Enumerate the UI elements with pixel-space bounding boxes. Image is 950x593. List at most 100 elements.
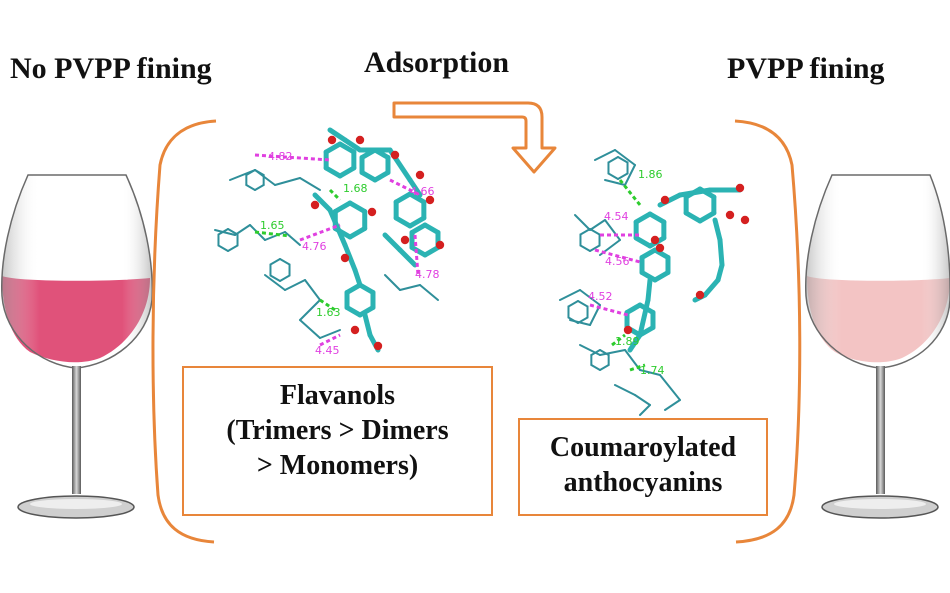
adsorption-label: Adsorption — [364, 46, 510, 79]
oxygen-atom — [695, 290, 705, 300]
bond — [599, 364, 610, 371]
bond — [589, 219, 606, 231]
glass-stem-left — [72, 366, 81, 494]
bond — [264, 274, 286, 291]
bond — [607, 172, 619, 180]
bond — [599, 349, 610, 356]
bond — [559, 289, 581, 301]
bond — [579, 244, 591, 252]
bond — [279, 258, 291, 266]
adsorption-arrow — [392, 101, 557, 174]
bond — [227, 228, 239, 236]
bond — [589, 228, 601, 236]
bond — [407, 215, 427, 229]
bond — [637, 297, 651, 338]
bond — [614, 149, 636, 166]
oxygen-atom — [415, 170, 425, 180]
bond — [683, 210, 703, 224]
distance-label: 4.45 — [315, 344, 340, 357]
bond — [715, 262, 725, 283]
oxygen-atom — [355, 135, 365, 145]
bond — [567, 300, 579, 308]
glass-stem-right — [876, 366, 885, 494]
bond — [579, 344, 601, 356]
bond — [274, 177, 301, 186]
oxygen-atom — [367, 207, 377, 217]
oxygen-atom — [735, 183, 745, 193]
distance-label: 4.52 — [588, 290, 613, 303]
bond — [284, 231, 301, 246]
bond — [254, 184, 265, 191]
pale-wine-glass — [804, 174, 950, 519]
bond — [304, 279, 321, 301]
bond — [352, 267, 363, 288]
interaction-line — [254, 230, 291, 238]
bond — [717, 237, 725, 268]
oxygen-atom — [650, 235, 660, 245]
oxygen-atom — [340, 253, 350, 263]
interaction-line — [319, 298, 336, 312]
bond — [227, 244, 239, 252]
pvpp-fining-label: PVPP fining — [727, 52, 885, 85]
bond — [254, 169, 265, 176]
oxygen-atom — [435, 240, 445, 250]
bond — [217, 244, 229, 252]
bond — [712, 217, 723, 243]
distance-label: 4.54 — [604, 210, 629, 223]
distance-label: 1.68 — [343, 182, 368, 195]
bond — [579, 289, 601, 306]
bond — [393, 191, 413, 205]
red-wine-glass — [0, 174, 154, 519]
distance-label: 1.89 — [615, 335, 640, 348]
oxygen-atom — [623, 325, 633, 335]
oxygen-atom — [390, 150, 400, 160]
oxygen-atom — [740, 215, 750, 225]
bond — [617, 172, 629, 180]
bond — [245, 184, 256, 191]
bond — [279, 274, 291, 282]
distance-label: 4.56 — [605, 255, 630, 268]
bond — [407, 191, 427, 205]
bond — [323, 165, 343, 179]
oxygen-atom — [660, 195, 670, 205]
distance-label: 1.74 — [640, 364, 665, 377]
flavanols-line-3: > Monomers) — [256, 450, 419, 481]
bond — [590, 364, 601, 371]
bond — [577, 316, 589, 324]
interaction-line — [594, 248, 641, 264]
distance-label: 4.78 — [415, 268, 440, 281]
bond — [639, 369, 661, 376]
bond — [647, 211, 667, 225]
bond — [337, 165, 357, 179]
bond — [384, 274, 401, 291]
bond — [269, 258, 281, 266]
bond — [624, 164, 636, 186]
bond — [604, 179, 626, 186]
distance-label: 4.76 — [302, 240, 327, 253]
oxygen-atom — [400, 235, 410, 245]
interaction-line — [319, 333, 341, 347]
bond — [633, 235, 653, 249]
bond — [633, 211, 653, 225]
distance-label: 1.63 — [316, 306, 341, 319]
bond — [332, 200, 353, 214]
bond — [697, 210, 717, 224]
bond — [342, 242, 358, 273]
bond — [327, 207, 348, 248]
bond — [579, 228, 591, 236]
bond — [214, 229, 236, 236]
bond — [323, 141, 343, 155]
bond — [245, 169, 256, 176]
bond — [664, 399, 681, 411]
interaction-line — [254, 153, 331, 162]
bond — [337, 141, 357, 155]
glass-bowl-left — [0, 174, 154, 369]
flavanols-line-2: (Trimers > Dimers — [226, 415, 449, 446]
coumaroylated-line-1: Coumaroylated — [549, 432, 737, 463]
interaction-line — [328, 188, 342, 202]
bond — [639, 404, 651, 416]
interaction-line — [618, 179, 642, 206]
distance-label: 1.65 — [260, 219, 285, 232]
bond — [627, 332, 643, 353]
oxygen-atom — [725, 210, 735, 220]
